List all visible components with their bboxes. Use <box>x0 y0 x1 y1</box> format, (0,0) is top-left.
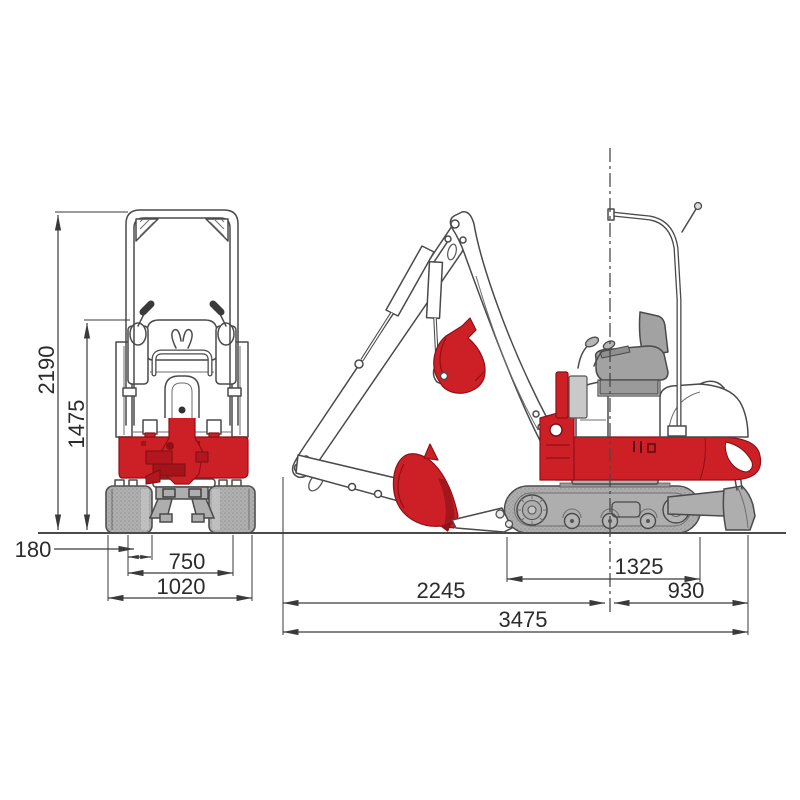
dim-track-shoe-width: 180 <box>15 535 153 562</box>
joystick-handle <box>139 300 155 316</box>
joystick-handle <box>209 300 225 316</box>
work-equipment <box>291 211 551 533</box>
dim-height-overall: 2190 <box>34 211 128 530</box>
bucket-ground <box>392 443 459 532</box>
undercarriage-frame <box>148 478 216 523</box>
side-body-red <box>555 436 762 481</box>
bucket-raised <box>433 317 486 394</box>
dim-label-length-rear: 930 <box>668 578 705 603</box>
rops-mount <box>667 425 687 437</box>
dim-label-height-to-control-levers: 1475 <box>64 400 89 449</box>
pilot-levers <box>171 328 193 349</box>
dim-label-length-front: 2245 <box>417 578 466 603</box>
dim-label-track-length: 1325 <box>615 554 664 579</box>
rops-knob <box>693 201 703 211</box>
rear-track-right <box>208 479 256 534</box>
dim-track-length: 1325 <box>506 537 701 583</box>
dim-length-front: 2245 <box>282 477 605 635</box>
rops-bar-side <box>607 201 703 437</box>
dim-label-length-overall: 3475 <box>499 607 548 632</box>
post-collar <box>227 387 242 397</box>
seat-bolt <box>178 406 186 414</box>
rear-view <box>105 209 256 534</box>
seat-cushion <box>164 375 200 418</box>
dim-height-to-control-levers: 1475 <box>64 319 130 530</box>
dozer-blade <box>667 467 756 531</box>
seat-console <box>146 319 218 373</box>
latch <box>647 443 656 453</box>
swing-motor-assembly <box>145 409 209 485</box>
dim-track-gauge: 750 <box>127 535 234 577</box>
dim-label-track-gauge: 750 <box>169 549 206 574</box>
link-foot <box>451 507 514 533</box>
joystick-left <box>127 300 155 385</box>
dim-length-overall: 3475 <box>283 607 748 636</box>
dim-label-height-overall: 2190 <box>34 346 59 395</box>
rops-frame <box>122 209 242 426</box>
boom-pivot <box>549 423 563 437</box>
bucket-cylinder <box>425 235 455 389</box>
corner-gusset <box>205 218 229 242</box>
frame-plate <box>611 501 641 518</box>
joystick-right <box>209 300 237 385</box>
dim-length-rear: 930 <box>614 535 749 635</box>
side-view <box>291 148 762 612</box>
road-wheels <box>562 508 658 530</box>
dimension-layer: 2190 1475 180 750 1020 <box>15 211 749 636</box>
swing-lever <box>555 371 569 419</box>
arm-cylinder <box>354 245 435 369</box>
armrest <box>599 345 631 359</box>
lever-tower <box>568 375 588 419</box>
dim-label-width-overall: 1020 <box>157 574 206 599</box>
dim-label-track-shoe-width: 180 <box>15 537 52 562</box>
swing-bracket <box>539 371 588 481</box>
rear-track-left <box>105 479 153 534</box>
body-molding <box>724 441 753 473</box>
operator-seat <box>594 311 669 395</box>
post-collar <box>122 387 137 397</box>
dim-width-overall: 1020 <box>107 535 253 602</box>
boom <box>449 211 551 449</box>
grab-bar <box>151 349 213 377</box>
corner-gusset <box>135 218 159 242</box>
drive-sprocket <box>516 494 548 526</box>
